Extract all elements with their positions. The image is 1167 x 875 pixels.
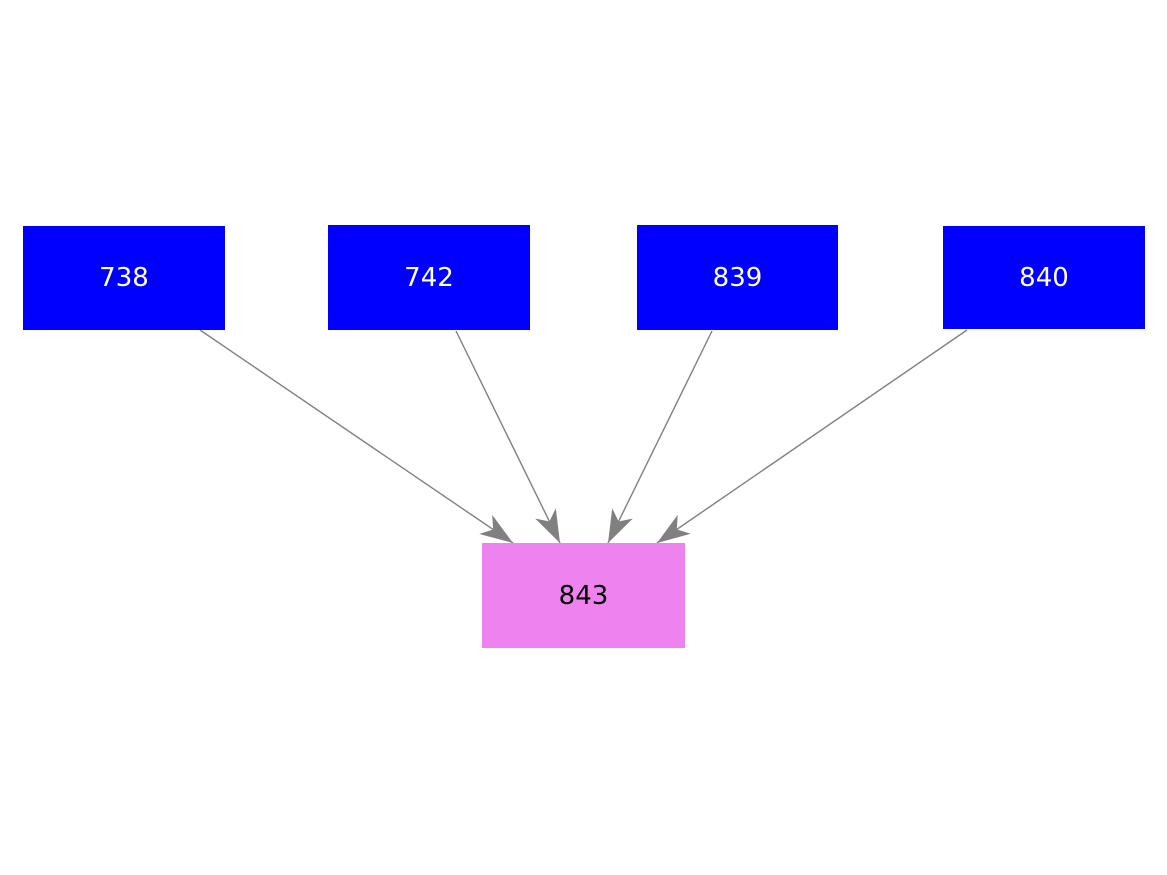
node-738: 738 [23, 226, 225, 330]
edge-738-843 [199, 329, 514, 544]
node-839: 839 [637, 225, 838, 330]
node-738-label: 738 [99, 263, 149, 293]
node-840: 840 [943, 226, 1145, 329]
node-840-label: 840 [1019, 262, 1069, 293]
edge-839-843 [607, 330, 713, 544]
edge-742-843 [455, 330, 561, 544]
node-843-label: 843 [558, 580, 609, 611]
edge-840-843 [656, 329, 968, 544]
node-742: 742 [328, 225, 530, 330]
node-843: 843 [482, 543, 685, 648]
node-839-label: 839 [712, 262, 763, 293]
node-742-label: 742 [404, 262, 454, 293]
